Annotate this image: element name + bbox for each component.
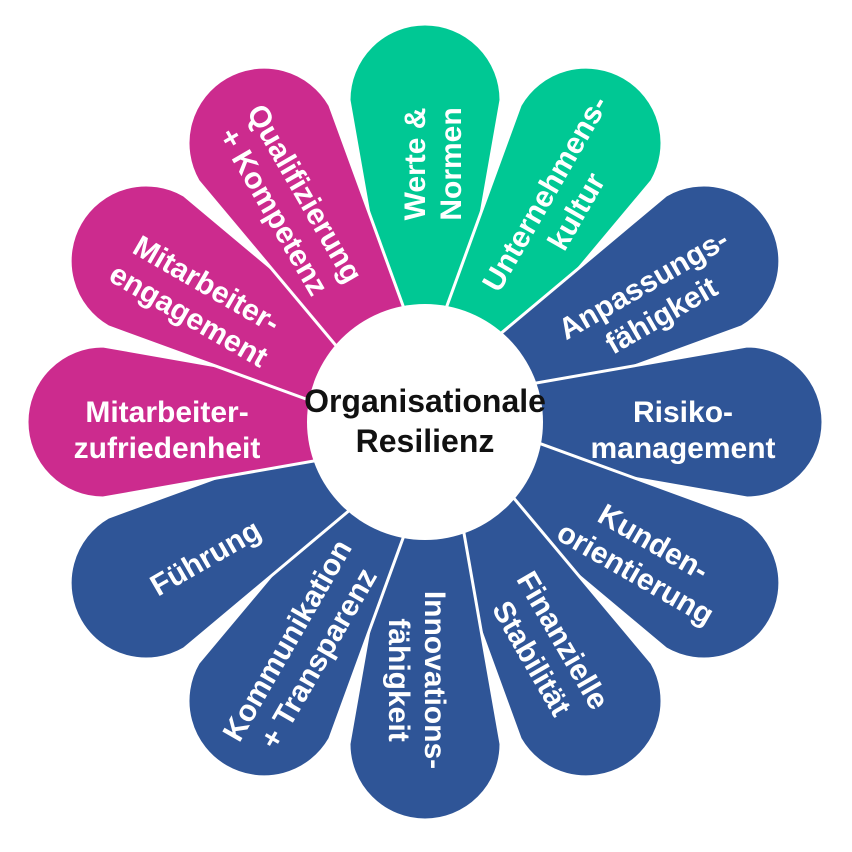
petal-label-group-risikomanagement: Risiko-management	[590, 396, 775, 465]
petal-label-risikomanagement-line1: Risiko-	[633, 396, 733, 429]
petal-label-group-innovationsfaehigkeit: Innovations-fähigkeit	[382, 591, 451, 769]
petal-label-werte-normen-line1: Werte &	[399, 108, 432, 221]
petal-label-risikomanagement-line2: management	[590, 432, 775, 465]
petal-label-innovationsfaehigkeit-line1: Innovations-	[418, 591, 451, 769]
petal-label-group-werte-normen: Werte &Normen	[399, 107, 468, 220]
petal-fuehrung[interactable]: Führung	[68, 423, 395, 661]
center-title-line2: Resilienz	[356, 423, 495, 459]
petal-label-innovationsfaehigkeit-line2: fähigkeit	[382, 618, 415, 741]
petal-label-group-mitarbeiterzufriedenheit: Mitarbeiter-zufriedenheit	[74, 396, 261, 465]
petal-label-mitarbeiterzufriedenheit-line1: Mitarbeiter-	[85, 396, 248, 429]
petal-label-werte-normen-line2: Normen	[435, 107, 468, 220]
center-title-line1: Organisationale	[304, 383, 546, 419]
petal-label-mitarbeiterzufriedenheit-line2: zufriedenheit	[74, 432, 261, 465]
center-circle	[307, 304, 543, 540]
